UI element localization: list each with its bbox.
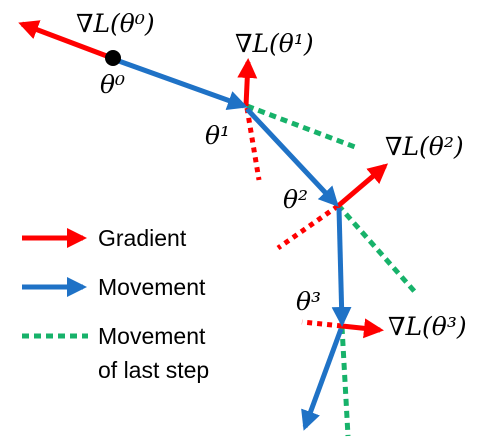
legend-movement-label: Movement: [98, 274, 206, 300]
neg-gradient-3: [301, 319, 343, 329]
label-grad-0: ∇L(θ⁰): [76, 9, 155, 38]
movement-arrow-1: [115, 57, 248, 110]
neg-gradient-1: [244, 107, 262, 181]
label-theta-0: θ⁰: [100, 70, 125, 99]
label-theta-2: θ²: [283, 185, 308, 214]
gradient-arrow-2: [336, 163, 389, 208]
last-step-line-2: [336, 203, 417, 294]
neg-gradient-2: [276, 203, 340, 251]
movement-arrow-2: [245, 107, 339, 207]
gradient-arrow-3: [341, 318, 384, 339]
movement-arrow-4: [301, 328, 344, 431]
last-step-line-3: [339, 326, 351, 437]
legend-gradient-label: Gradient: [98, 225, 187, 251]
gradient-arrow-1: [237, 58, 258, 107]
label-theta-1: θ¹: [205, 121, 230, 150]
label-grad-1: ∇L(θ¹): [235, 29, 314, 58]
label-grad-2: ∇L(θ²): [385, 132, 464, 161]
gradient-arrow-0: [18, 20, 113, 61]
legend: Gradient Movement Movement of last step: [22, 225, 209, 383]
start-point: [105, 50, 121, 66]
last-step-line-1: [246, 103, 356, 150]
movement-arrow-3: [331, 207, 352, 327]
legend-last-step-label-1: Movement: [98, 323, 206, 349]
label-theta-3: θ³: [296, 287, 321, 316]
legend-last-step-label-2: of last step: [98, 357, 209, 383]
label-grad-3: ∇L(θ³): [388, 312, 467, 341]
